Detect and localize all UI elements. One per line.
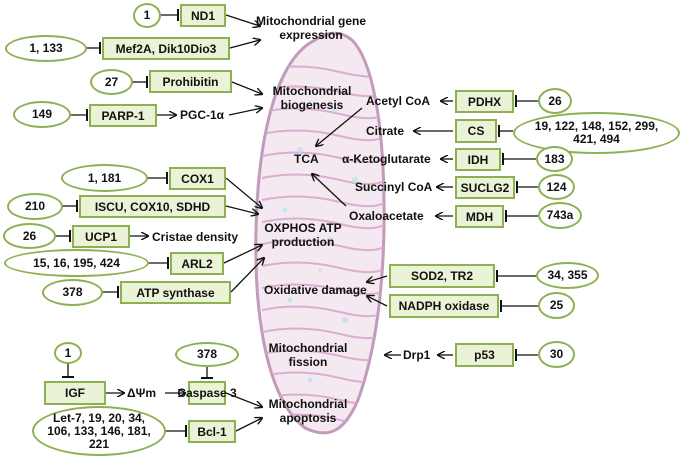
target-box-mdh: MDH bbox=[455, 205, 504, 228]
mirna-oval-igf: 1 bbox=[54, 342, 82, 364]
mirna-oval-bcl1: Let-7, 19, 20, 34, 106, 133, 146, 181, 2… bbox=[32, 406, 166, 456]
mirna-oval-parp1: 149 bbox=[13, 101, 71, 128]
product-pgc1a: PGC-1α bbox=[180, 108, 225, 122]
mirna-oval-p53: 30 bbox=[538, 341, 575, 368]
metabolite-citrate: Citrate bbox=[366, 124, 405, 138]
mirna-oval-sod2: 34, 355 bbox=[536, 262, 599, 289]
caspase3-label: Caspase 3 bbox=[177, 386, 237, 400]
process-oxidative-damage: Oxidative damage bbox=[264, 283, 367, 297]
mirna-oval-idh: 183 bbox=[536, 146, 573, 172]
product-cristae-density: Cristae density bbox=[152, 230, 239, 244]
target-box-arl2: ARL2 bbox=[170, 252, 224, 275]
product-drp1: Drp1 bbox=[403, 348, 431, 362]
mirna-oval-suclg2: 124 bbox=[538, 174, 575, 200]
metabolite-oxaloacetate: Oxaloacetate bbox=[349, 209, 424, 223]
mirna-oval-atp-synthase: 378 bbox=[42, 279, 103, 306]
mirna-oval-caspase3: 378 bbox=[175, 342, 239, 367]
target-box-parp1: PARP-1 bbox=[89, 104, 157, 127]
mirna-oval-ucp1: 26 bbox=[3, 223, 56, 249]
metabolite-acetyl-coa: Acetyl CoA bbox=[366, 94, 431, 108]
process-biogenesis: Mitochondrial biogenesis bbox=[272, 84, 352, 112]
mirna-oval-cox1: 1, 181 bbox=[61, 164, 148, 192]
mirna-oval-iscu: 210 bbox=[7, 193, 63, 220]
mirna-oval-arl2: 15, 16, 195, 424 bbox=[4, 249, 149, 277]
target-box-nd1: ND1 bbox=[180, 4, 226, 27]
process-gene-expression: Mitochondrial gene expression bbox=[256, 14, 367, 42]
process-oxphos: OXPHOS ATP production bbox=[264, 221, 342, 249]
mirna-oval-mdh: 743a bbox=[538, 202, 582, 229]
process-apoptosis: Mitochondrial apoptosis bbox=[268, 397, 348, 425]
connector-lines bbox=[54, 9, 538, 437]
process-fission: Mitochondrial fission bbox=[268, 341, 348, 369]
product-membrane-potential: ΔΨm bbox=[127, 386, 157, 400]
target-box-p53: p53 bbox=[455, 343, 514, 367]
mirna-oval-mef2a: 1, 133 bbox=[5, 35, 87, 62]
metabolite-succinyl-coa: Succinyl CoA bbox=[355, 180, 433, 194]
target-box-mef2a: Mef2A, Dik10Dio3 bbox=[102, 37, 230, 60]
target-box-igf: IGF bbox=[44, 381, 106, 405]
target-box-idh: IDH bbox=[455, 148, 501, 171]
mitochondrion-illustration bbox=[254, 31, 386, 435]
target-box-cs: CS bbox=[455, 119, 497, 143]
target-box-iscu: ISCU, COX10, SDHD bbox=[79, 195, 226, 218]
mirna-oval-nd1: 1 bbox=[133, 3, 161, 28]
target-box-bcl1: Bcl-1 bbox=[188, 420, 236, 443]
target-box-sod2: SOD2, TR2 bbox=[389, 264, 495, 288]
target-box-pdhx: PDHX bbox=[455, 90, 514, 113]
mirna-oval-pdhx: 26 bbox=[538, 88, 572, 114]
mirna-oval-cs: 19, 122, 148, 152, 299, 421, 494 bbox=[513, 112, 680, 154]
target-box-caspase3: Caspase 3 bbox=[177, 381, 237, 405]
process-tca: TCA bbox=[294, 152, 319, 166]
target-box-prohibitin: Prohibitin bbox=[149, 70, 232, 93]
target-box-suclg2: SUCLG2 bbox=[455, 176, 515, 199]
target-box-nadph: NADPH oxidase bbox=[389, 294, 499, 318]
metabolite-alpha-ketoglutarate: α-Ketoglutarate bbox=[342, 152, 431, 166]
mirna-oval-prohibitin: 27 bbox=[90, 69, 133, 95]
mirna-oval-nadph: 25 bbox=[538, 292, 575, 319]
target-box-ucp1: UCP1 bbox=[72, 225, 130, 248]
target-box-atp-synthase: ATP synthase bbox=[120, 281, 231, 304]
target-box-cox1: COX1 bbox=[169, 167, 226, 190]
